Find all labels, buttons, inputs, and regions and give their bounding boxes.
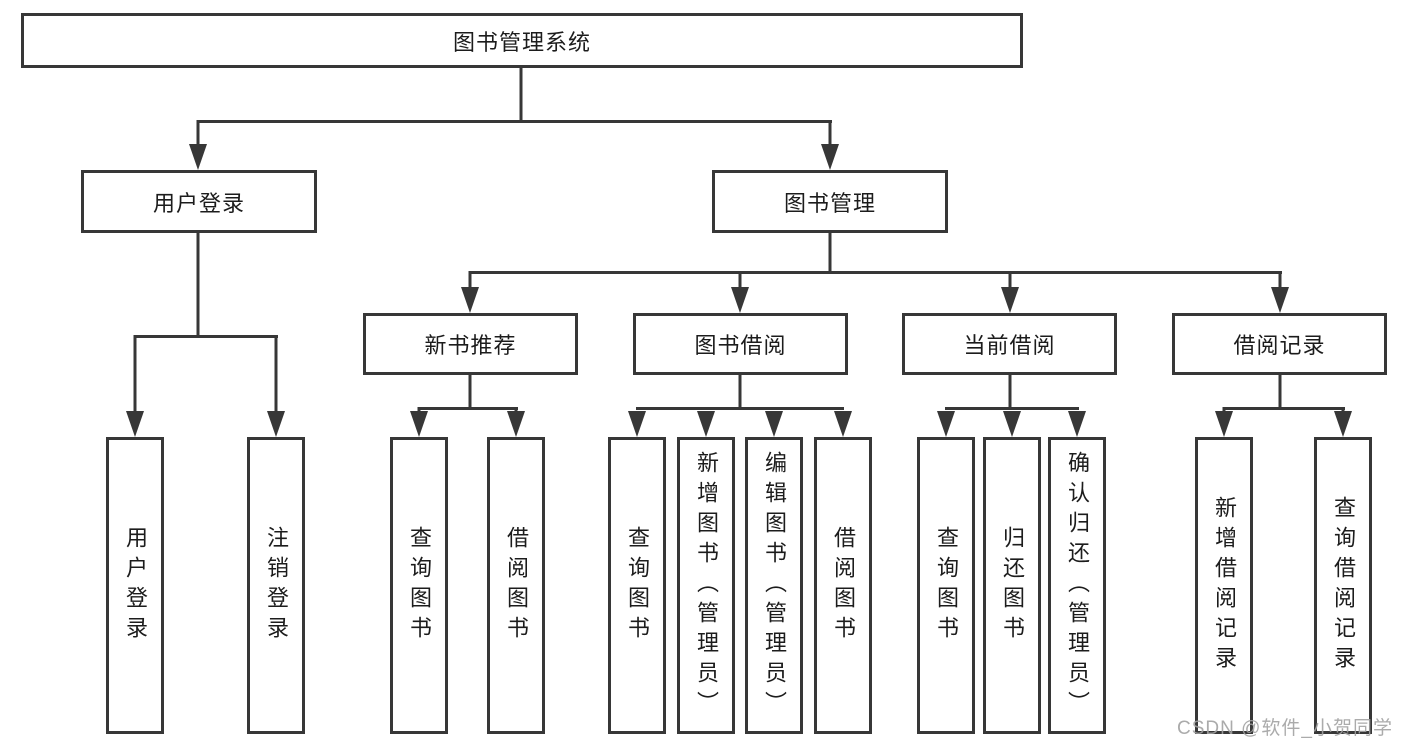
leaf-user-login: 用户登录 [106, 437, 164, 734]
connector-line [418, 407, 518, 410]
connector-line [197, 120, 832, 123]
arrow-down-icon [1001, 287, 1019, 313]
connector-line [636, 407, 844, 410]
connector-line [945, 407, 1079, 410]
node-borrowing: 图书借阅 [633, 313, 848, 375]
connector-line [828, 233, 832, 274]
node-user-login-branch: 用户登录 [81, 170, 317, 233]
leaf-newbooks-borrow-label: 借阅图书 [504, 525, 529, 646]
arrow-down-icon [834, 411, 852, 437]
connector-line [828, 120, 832, 152]
node-borrow-records: 借阅记录 [1172, 313, 1387, 375]
leaf-current-query-label: 查询图书 [934, 525, 959, 646]
leaf-borrowing-query-label: 查询图书 [625, 525, 650, 646]
leaf-borrowing-add: 新增图书（管理员） [677, 437, 735, 734]
arrow-down-icon [1215, 411, 1233, 437]
arrow-down-icon [1271, 287, 1289, 313]
arrow-down-icon [1068, 411, 1086, 437]
leaf-current-confirm-return-label: 确认归还（管理员） [1065, 450, 1090, 721]
connector-line [1278, 375, 1282, 407]
node-root: 图书管理系统 [21, 13, 1023, 68]
connector-line [196, 233, 200, 335]
leaf-newbooks-query: 查询图书 [390, 437, 448, 734]
leaf-newbooks-query-label: 查询图书 [407, 525, 432, 646]
leaf-borrowing-borrow: 借阅图书 [814, 437, 872, 734]
connector-line [133, 335, 137, 415]
leaf-borrowing-borrow-label: 借阅图书 [831, 525, 856, 646]
arrow-down-icon [628, 411, 646, 437]
arrow-down-icon [821, 144, 839, 170]
connector-line [1223, 407, 1345, 410]
leaf-borrowing-query: 查询图书 [608, 437, 666, 734]
arrow-down-icon [267, 411, 285, 437]
connector-line [468, 375, 472, 407]
node-current-borrow-label: 当前借阅 [963, 333, 1056, 358]
leaf-borrowing-edit-label: 编辑图书（管理员） [762, 450, 787, 721]
connector-line [196, 120, 200, 152]
arrow-down-icon [697, 411, 715, 437]
arrow-down-icon [126, 411, 144, 437]
arrow-down-icon [937, 411, 955, 437]
node-root-label: 图书管理系统 [452, 29, 591, 55]
leaf-logout-label: 注销登录 [264, 525, 289, 646]
connector-line [1008, 271, 1012, 293]
leaf-records-add-label: 新增借阅记录 [1212, 495, 1237, 676]
leaf-borrowing-add-label: 新增图书（管理员） [694, 450, 719, 721]
leaf-borrowing-edit: 编辑图书（管理员） [745, 437, 803, 734]
node-borrow-records-label: 借阅记录 [1233, 333, 1326, 358]
connector-line [738, 375, 742, 407]
leaf-records-add: 新增借阅记录 [1195, 437, 1253, 734]
connector-line [1278, 271, 1282, 293]
leaf-logout: 注销登录 [247, 437, 305, 734]
arrow-down-icon [765, 411, 783, 437]
arrow-down-icon [189, 144, 207, 170]
arrow-down-icon [731, 287, 749, 313]
arrow-down-icon [1003, 411, 1021, 437]
connector-line [1008, 375, 1012, 407]
arrow-down-icon [461, 287, 479, 313]
connector-line [468, 271, 472, 293]
connector-line [274, 335, 278, 415]
leaf-newbooks-borrow: 借阅图书 [487, 437, 545, 734]
node-borrowing-label: 图书借阅 [694, 333, 787, 358]
node-new-books-label: 新书推荐 [424, 333, 517, 358]
node-new-books: 新书推荐 [363, 313, 578, 375]
leaf-current-return: 归还图书 [983, 437, 1041, 734]
connector-line [134, 335, 278, 338]
leaf-current-query: 查询图书 [917, 437, 975, 734]
node-current-borrow: 当前借阅 [902, 313, 1117, 375]
arrow-down-icon [410, 411, 428, 437]
node-user-login-branch-label: 用户登录 [152, 190, 245, 216]
leaf-records-query-label: 查询借阅记录 [1331, 495, 1356, 676]
connector-line [519, 68, 523, 120]
leaf-current-confirm-return: 确认归还（管理员） [1048, 437, 1106, 734]
node-book-mgmt-branch: 图书管理 [712, 170, 948, 233]
leaf-user-login-label: 用户登录 [123, 525, 148, 646]
leaf-records-query: 查询借阅记录 [1314, 437, 1372, 734]
connector-line [469, 271, 1282, 274]
arrow-down-icon [1334, 411, 1352, 437]
node-book-mgmt-branch-label: 图书管理 [783, 190, 876, 216]
leaf-current-return-label: 归还图书 [1000, 525, 1025, 646]
connector-line [738, 271, 742, 293]
arrow-down-icon [507, 411, 525, 437]
